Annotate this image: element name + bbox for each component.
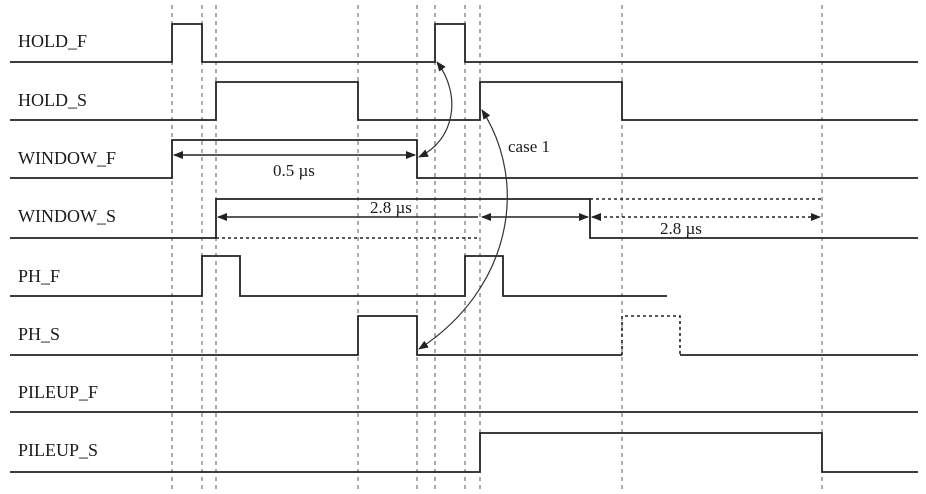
annotation-labels: 0.5 µs 2.8 µs 2.8 µs case 1 (273, 137, 702, 238)
signal-label-hold-f: HOLD_F (18, 31, 87, 51)
signal-labels: HOLD_F HOLD_S WINDOW_F WINDOW_S PH_F PH_… (18, 31, 116, 460)
waveform-ph-s (10, 315, 622, 356)
waveform-hold-f (10, 23, 918, 63)
signal-label-window-f: WINDOW_F (18, 148, 116, 168)
waveform-ph-f (10, 255, 667, 297)
guide-lines (171, 5, 823, 490)
signal-label-pileup-f: PILEUP_F (18, 382, 98, 402)
waveform-ph-s-dashed-pulse (621, 315, 681, 355)
waveform-window-s (10, 198, 918, 239)
signal-label-ph-f: PH_F (18, 266, 60, 286)
case-label: case 1 (508, 137, 550, 156)
window-s-duration-label-2: 2.8 µs (660, 219, 702, 238)
hold-s-to-ph-s-arrow (418, 109, 508, 350)
signal-label-pileup-s: PILEUP_S (18, 440, 98, 460)
window-s-duration-label-1: 2.8 µs (370, 198, 412, 217)
dimension-arrows (173, 151, 821, 221)
signal-label-hold-s: HOLD_S (18, 90, 87, 110)
waveform-window-f (10, 139, 918, 179)
signal-label-window-s: WINDOW_S (18, 206, 116, 226)
waveforms (10, 23, 918, 473)
waveform-hold-s (10, 81, 918, 121)
signal-label-ph-s: PH_S (18, 324, 60, 344)
causal-arrows (418, 61, 508, 350)
waveform-pileup-s (10, 432, 918, 473)
window-f-duration-label: 0.5 µs (273, 161, 315, 180)
